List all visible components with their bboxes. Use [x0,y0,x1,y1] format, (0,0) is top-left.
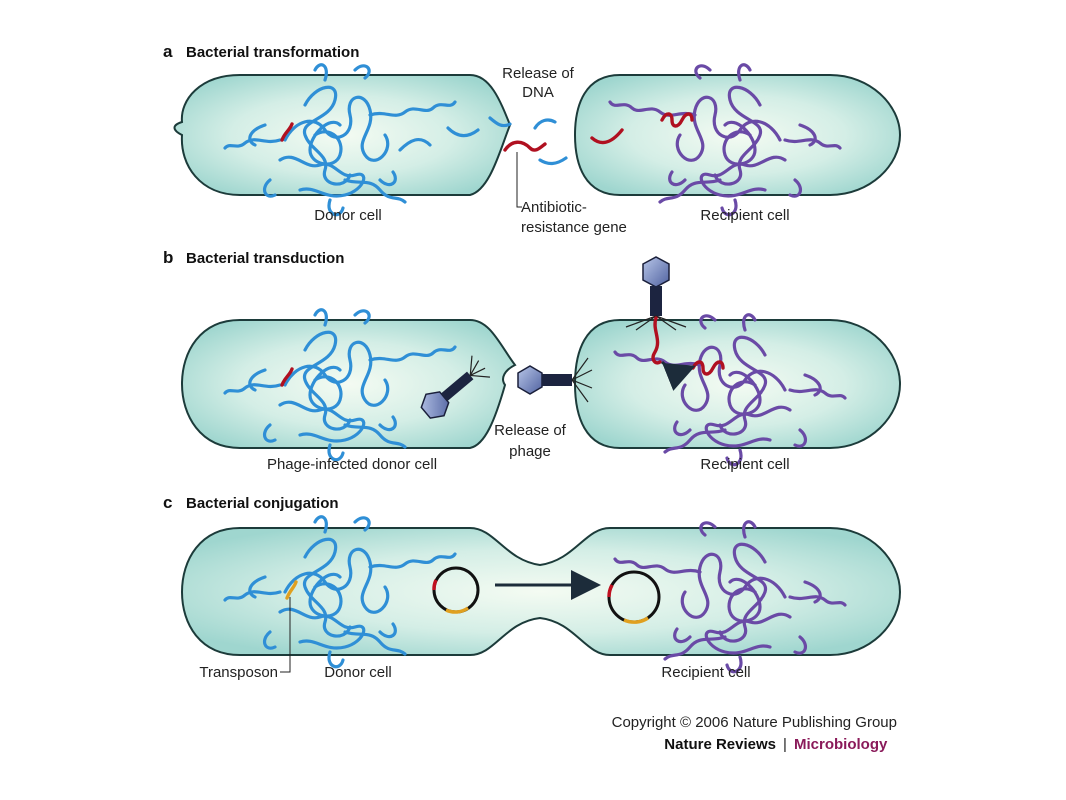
dna-fragment-4 [533,118,557,130]
released-resistance-gene [503,140,547,152]
integrated-resistance-gene-a [660,112,694,128]
panel-c-title: Bacterial conjugation [186,495,339,512]
panel-b-title: Bacterial transduction [186,250,344,267]
phage-injecting [625,256,687,331]
phage-released [517,357,593,403]
panel-b-letter: b [163,248,173,267]
donor-cell-label-c: Donor cell [324,664,392,681]
injected-dna [651,316,662,365]
integrated-resistance-gene-b [691,360,725,376]
donor-cell-label-b: Phage-infected donor cell [267,456,437,473]
journal-section: Microbiology [794,736,888,753]
dna-fragment-2 [446,126,480,138]
gene-leader-line [516,152,522,208]
recipient-plasmid [607,570,661,624]
phage-inside-donor [420,355,491,419]
dna-fragment-5 [538,156,568,166]
donor-plasmid [432,566,480,614]
brand-separator: | [783,736,787,753]
release-phage-label-line2: phage [509,443,551,460]
release-phage-label-line1: Release of [494,422,567,439]
recipient-cell-label-c: Recipient cell [661,664,750,681]
integration-arrow [660,360,696,391]
panel-a: a Bacterial transformation Release of DN… [163,42,902,236]
resistance-gene-donor-a [280,122,294,142]
release-dna-label-line1: Release of [502,65,575,82]
footer: Copyright © 2006 Nature Publishing Group… [612,714,897,753]
resistance-gene-donor-b [280,367,294,387]
panel-a-letter: a [163,42,173,61]
panel-b: b Bacterial transduction Phage-infecte [163,248,902,473]
recipient-cell-label-b: Recipient cell [700,456,789,473]
dna-fragment-1 [398,137,432,152]
copyright-text: Copyright © 2006 Nature Publishing Group [612,714,897,731]
panel-c: c Bacterial conjugation Transposon Donor… [163,493,902,681]
panel-a-title: Bacterial transformation [186,44,359,61]
dna-fragment-3 [488,116,512,128]
transposon-leader-line [280,597,291,673]
transposon-label: Transposon [199,664,278,681]
entering-resistance-gene [590,128,624,145]
release-dna-label-line2: DNA [522,84,554,101]
gene-label-line2: resistance gene [521,219,627,236]
journal-name: Nature Reviews [664,736,776,753]
recipient-cell-label-a: Recipient cell [700,207,789,224]
gene-label-line1: Antibiotic- [521,199,587,216]
panel-c-letter: c [163,493,172,512]
transposon-segment [285,580,298,600]
donor-cell-label-a: Donor cell [314,207,382,224]
